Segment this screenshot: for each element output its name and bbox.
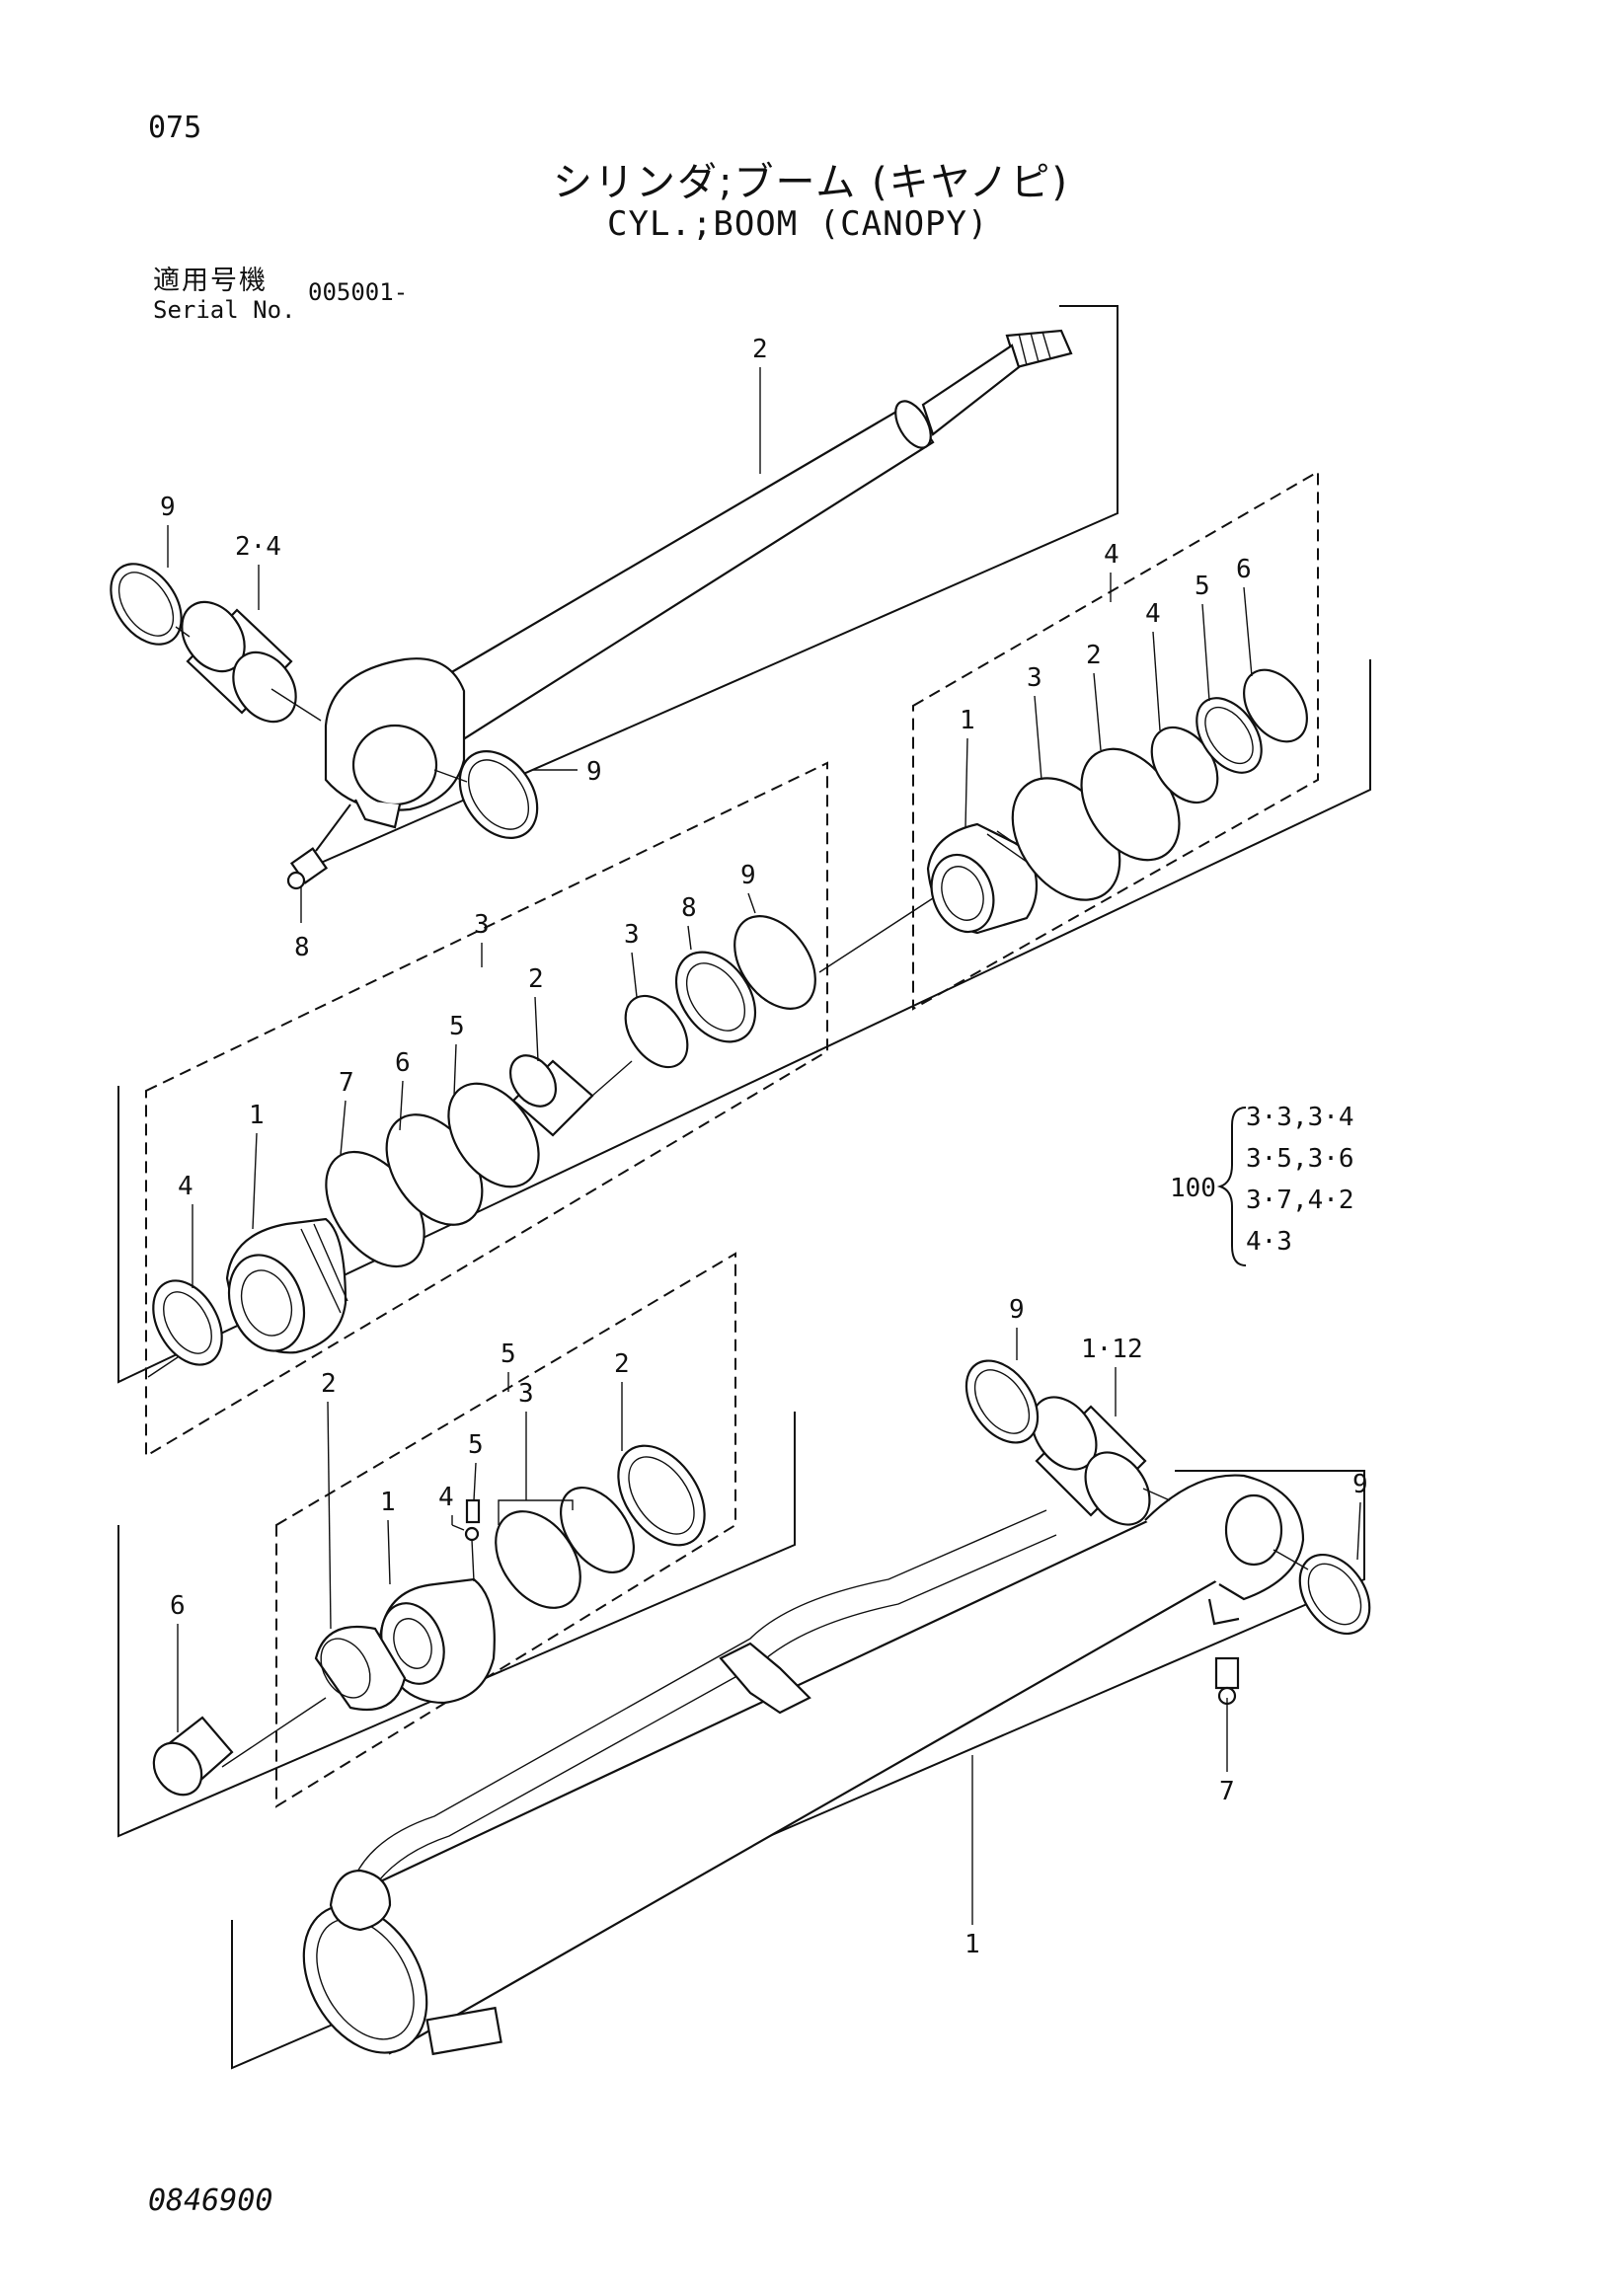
seal-kit-number: 100: [1170, 1174, 1216, 1203]
callout-cushion-2-right: 2: [614, 1349, 630, 1379]
cushion-ring-2-right: [617, 1444, 706, 1547]
callout-piston-4: 4: [1145, 599, 1161, 629]
callout-ring-rod-right: 9: [586, 757, 602, 787]
drawing-number: 0846900: [148, 2183, 273, 2218]
dashed-group-cushion: [275, 1252, 736, 1808]
cushion-ring-2-left: [314, 1625, 407, 1712]
callout-cushion-2-left: 2: [321, 1369, 337, 1399]
callout-ring-tube-right: 9: [1352, 1470, 1368, 1499]
callout-piston-6: 6: [1236, 555, 1252, 584]
title-english: CYL.;BOOM (CANOPY): [607, 204, 989, 244]
piston-ring-6: [1243, 668, 1308, 743]
callout-group-gland: 3: [474, 910, 490, 940]
grease-fitting-tube: [1214, 1656, 1240, 1706]
leader-lines: [167, 367, 1361, 1925]
gland: [225, 1217, 348, 1354]
piston-ring-5: [1196, 697, 1263, 774]
callout-gland-3: 3: [624, 920, 640, 950]
cylinder-tube: [302, 1474, 1305, 2056]
callout-ring-tube-top: 9: [1009, 1295, 1025, 1325]
callout-piston-2: 2: [1086, 641, 1102, 670]
callout-piston-3: 3: [1027, 663, 1042, 693]
callout-gland-5: 5: [449, 1012, 465, 1041]
cushion-seal-3b: [559, 1486, 636, 1574]
seal-kit-brace: [1216, 1107, 1247, 1266]
title-japanese: シリンダ;ブーム (キヤノピ): [553, 160, 1070, 205]
page-number: 075: [148, 111, 202, 145]
gland-ring-4: [152, 1279, 223, 1366]
seal-ring-rod-left: [110, 563, 183, 646]
seal-ring-tube-right: [1298, 1553, 1371, 1636]
callout-group-cushion: 5: [501, 1339, 516, 1369]
callout-gland-1: 1: [249, 1101, 265, 1130]
callout-bushing-tube: 1·12: [1081, 1335, 1143, 1364]
callout-gland-7: 7: [339, 1068, 354, 1098]
frame-rod-assembly: [295, 305, 1119, 875]
callout-cushion-5: 5: [468, 1430, 484, 1460]
bushing-rod: [181, 600, 297, 724]
cushion-bearing: [378, 1577, 496, 1705]
seal-kit-line-4: 4·3: [1246, 1227, 1292, 1257]
grease-fitting-rod: [286, 804, 351, 890]
serial-label-english: Serial No.: [153, 296, 296, 324]
callout-collar-6: 6: [170, 1591, 186, 1621]
callout-cushion-4: 4: [438, 1483, 454, 1512]
gland-seal-3: [624, 994, 689, 1069]
piston: [926, 822, 1045, 935]
cushion-pin-5: [465, 1498, 481, 1524]
dashed-group-piston: [912, 470, 1319, 1011]
callout-cushion-3: 3: [518, 1379, 534, 1409]
bushing-tube: [1031, 1396, 1151, 1526]
callout-gland-6: 6: [395, 1048, 411, 1078]
callout-gland-4: 4: [178, 1172, 193, 1201]
callout-labels: 2 2·4 9 9 8 3 4 1 7 6 5 2 3 8 9 4 1 3 2 …: [160, 335, 1368, 1959]
callout-piston-5: 5: [1195, 572, 1210, 601]
callout-cushion-1: 1: [380, 1488, 396, 1517]
seal-kit-line-2: 3·5,3·6: [1246, 1144, 1354, 1174]
gland-wiper-9: [733, 915, 816, 1010]
callout-grease-fitting-tube: 7: [1219, 1777, 1235, 1806]
cushion-ball-4: [464, 1526, 480, 1542]
callout-rod-top: 2: [752, 335, 768, 364]
callout-gland-2: 2: [528, 964, 544, 994]
callout-gland-8: 8: [681, 893, 697, 923]
collar: [152, 1716, 234, 1797]
callout-cylinder-tube: 1: [964, 1930, 980, 1959]
gland-seal-8: [674, 951, 757, 1043]
callout-bushing-rod: 2·4: [235, 532, 281, 562]
callout-grease-fitting-rod: 8: [294, 933, 310, 962]
callout-group-piston: 4: [1104, 540, 1119, 570]
dashed-group-gland: [145, 761, 828, 1458]
seal-kit-block: 100 3·3,3·4 3·5,3·6 3·7,4·2 4·3: [1170, 1103, 1354, 1266]
frame-tube-assembly: [231, 1470, 1365, 2070]
frame-gland-assembly: [117, 659, 1371, 1384]
serial-label-japanese: 適用号機: [153, 266, 268, 296]
callout-ring-rod-left: 9: [160, 493, 176, 522]
callout-piston-1: 1: [960, 706, 975, 735]
gland-seal-5: [447, 1082, 540, 1188]
seal-ring-rod-right: [458, 750, 539, 839]
seal-ring-tube-top: [964, 1359, 1040, 1444]
seal-kit-line-3: 3·7,4·2: [1246, 1186, 1354, 1215]
piston-rod: [324, 329, 1073, 829]
serial-number-value: 005001-: [308, 278, 409, 306]
seal-kit-line-1: 3·3,3·4: [1246, 1103, 1354, 1132]
callout-gland-9: 9: [740, 861, 756, 890]
